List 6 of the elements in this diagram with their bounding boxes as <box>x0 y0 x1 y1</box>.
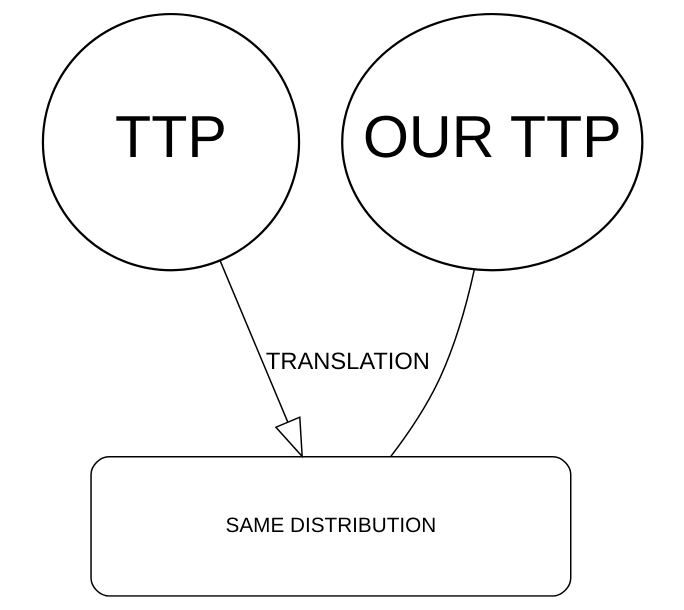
edge-label: TRANSLATION <box>265 349 430 376</box>
arrow <box>218 260 303 458</box>
connector <box>389 269 475 458</box>
node-box: SAME DISTRIBUTION <box>90 456 571 597</box>
node-ellipse: OUR TTP <box>340 12 643 272</box>
node-circle: TTP <box>41 12 300 272</box>
